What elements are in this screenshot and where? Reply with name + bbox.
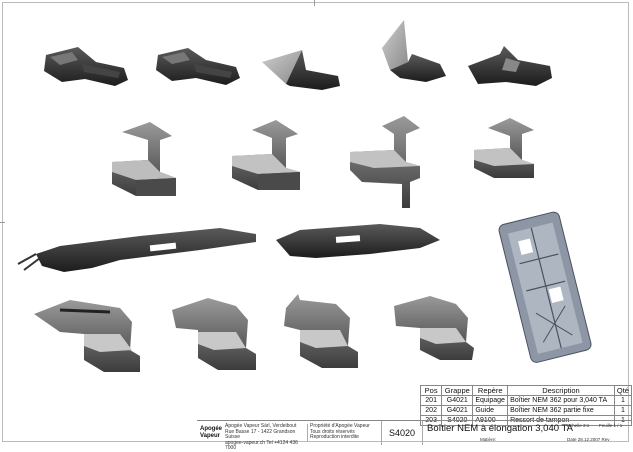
bom-cell-qty: 1 (613, 405, 633, 416)
address-line: Rue Basse 17 - 1422 Grandson Suisse (225, 428, 296, 440)
bom-header-desc: Description (507, 385, 615, 396)
center-mark-left (0, 222, 5, 223)
bom-cell-ref: Equipage (472, 395, 509, 406)
bom-cell-pos: 201 (419, 395, 443, 406)
latch-part-3 (262, 50, 340, 90)
rights-line: Reproduction interdite (310, 434, 359, 440)
rights-line: Propriété d'Apogée Vapeur (310, 423, 370, 429)
drawing-date: Date 28.12.2007 Rev (567, 437, 610, 442)
bracket-part-2 (232, 120, 300, 190)
rights-line: Tous droits réservés (310, 428, 355, 435)
bom-cell-group: G4021 (441, 395, 474, 406)
bom-cell-ref: Guide (472, 405, 509, 416)
latch-part-5 (468, 46, 552, 86)
company-logo: Apogée Vapeur (200, 425, 222, 441)
bom-cell-qty: 1 (613, 395, 633, 406)
coupler-assembly-4 (394, 296, 474, 360)
bom-header-pos: Pos (419, 385, 443, 396)
address-line: Apogée Vapeur Sàrl, Verdeibout (225, 423, 297, 429)
center-mark-top (314, 0, 315, 6)
latch-part-1 (44, 47, 128, 86)
table-row: 201 G4021 Equipage Boîtier NEM 362 pour … (419, 395, 633, 406)
title-block: Apogée Vapeur Apogée Vapeur Sàrl, Verdei… (197, 420, 632, 451)
bom-cell-pos: 202 (419, 405, 443, 416)
bom-cell-group: G4021 (441, 405, 474, 416)
latch-part-2 (156, 48, 240, 85)
bom-header-group: Grappe (441, 385, 474, 396)
bracket-part-3 (350, 116, 420, 208)
drawing-title: Boîtier NEM à élongation 3,040 TA (427, 423, 573, 434)
bracket-part-1 (112, 122, 176, 196)
sprue-frame (498, 211, 592, 363)
material-label: Matière: (480, 437, 497, 442)
drawing-number: S4020 (381, 421, 423, 445)
bom-cell-desc: Boîtier NEM 362 partie fixe (507, 405, 615, 416)
coupler-assembly-1 (34, 300, 140, 372)
company-address: Apogée Vapeur Sàrl, Verdeibout Rue Basse… (225, 423, 305, 452)
bom-cell-desc: Boîtier NEM 362 pour 3,040 TA (507, 395, 615, 406)
logo-line-1: Apogée (200, 426, 223, 432)
scale-label: Echelle 3:1 (567, 423, 590, 428)
rights-notice: Propriété d'Apogée Vapeur Tous droits ré… (307, 423, 380, 441)
address-line: apogee-vapeur.ch Tel +4124 436 7000 (225, 439, 298, 451)
coupler-assembly-3 (284, 294, 358, 368)
sheet-number: Feuille 1 / 1 (599, 423, 623, 428)
bom-header-ref: Repère (472, 385, 509, 396)
bom-header-row: Pos Grappe Repère Description Qté (419, 385, 633, 396)
table-row: 202 G4021 Guide Boîtier NEM 362 partie f… (419, 405, 633, 416)
latch-part-4 (382, 20, 446, 82)
bracket-part-4 (474, 118, 534, 178)
plate-part-2 (276, 224, 440, 258)
logo-line-2: Vapeur (200, 433, 221, 439)
bom-header-qty: Qté (613, 385, 633, 396)
plate-part-1 (17, 228, 256, 272)
coupler-assembly-2 (172, 298, 256, 370)
